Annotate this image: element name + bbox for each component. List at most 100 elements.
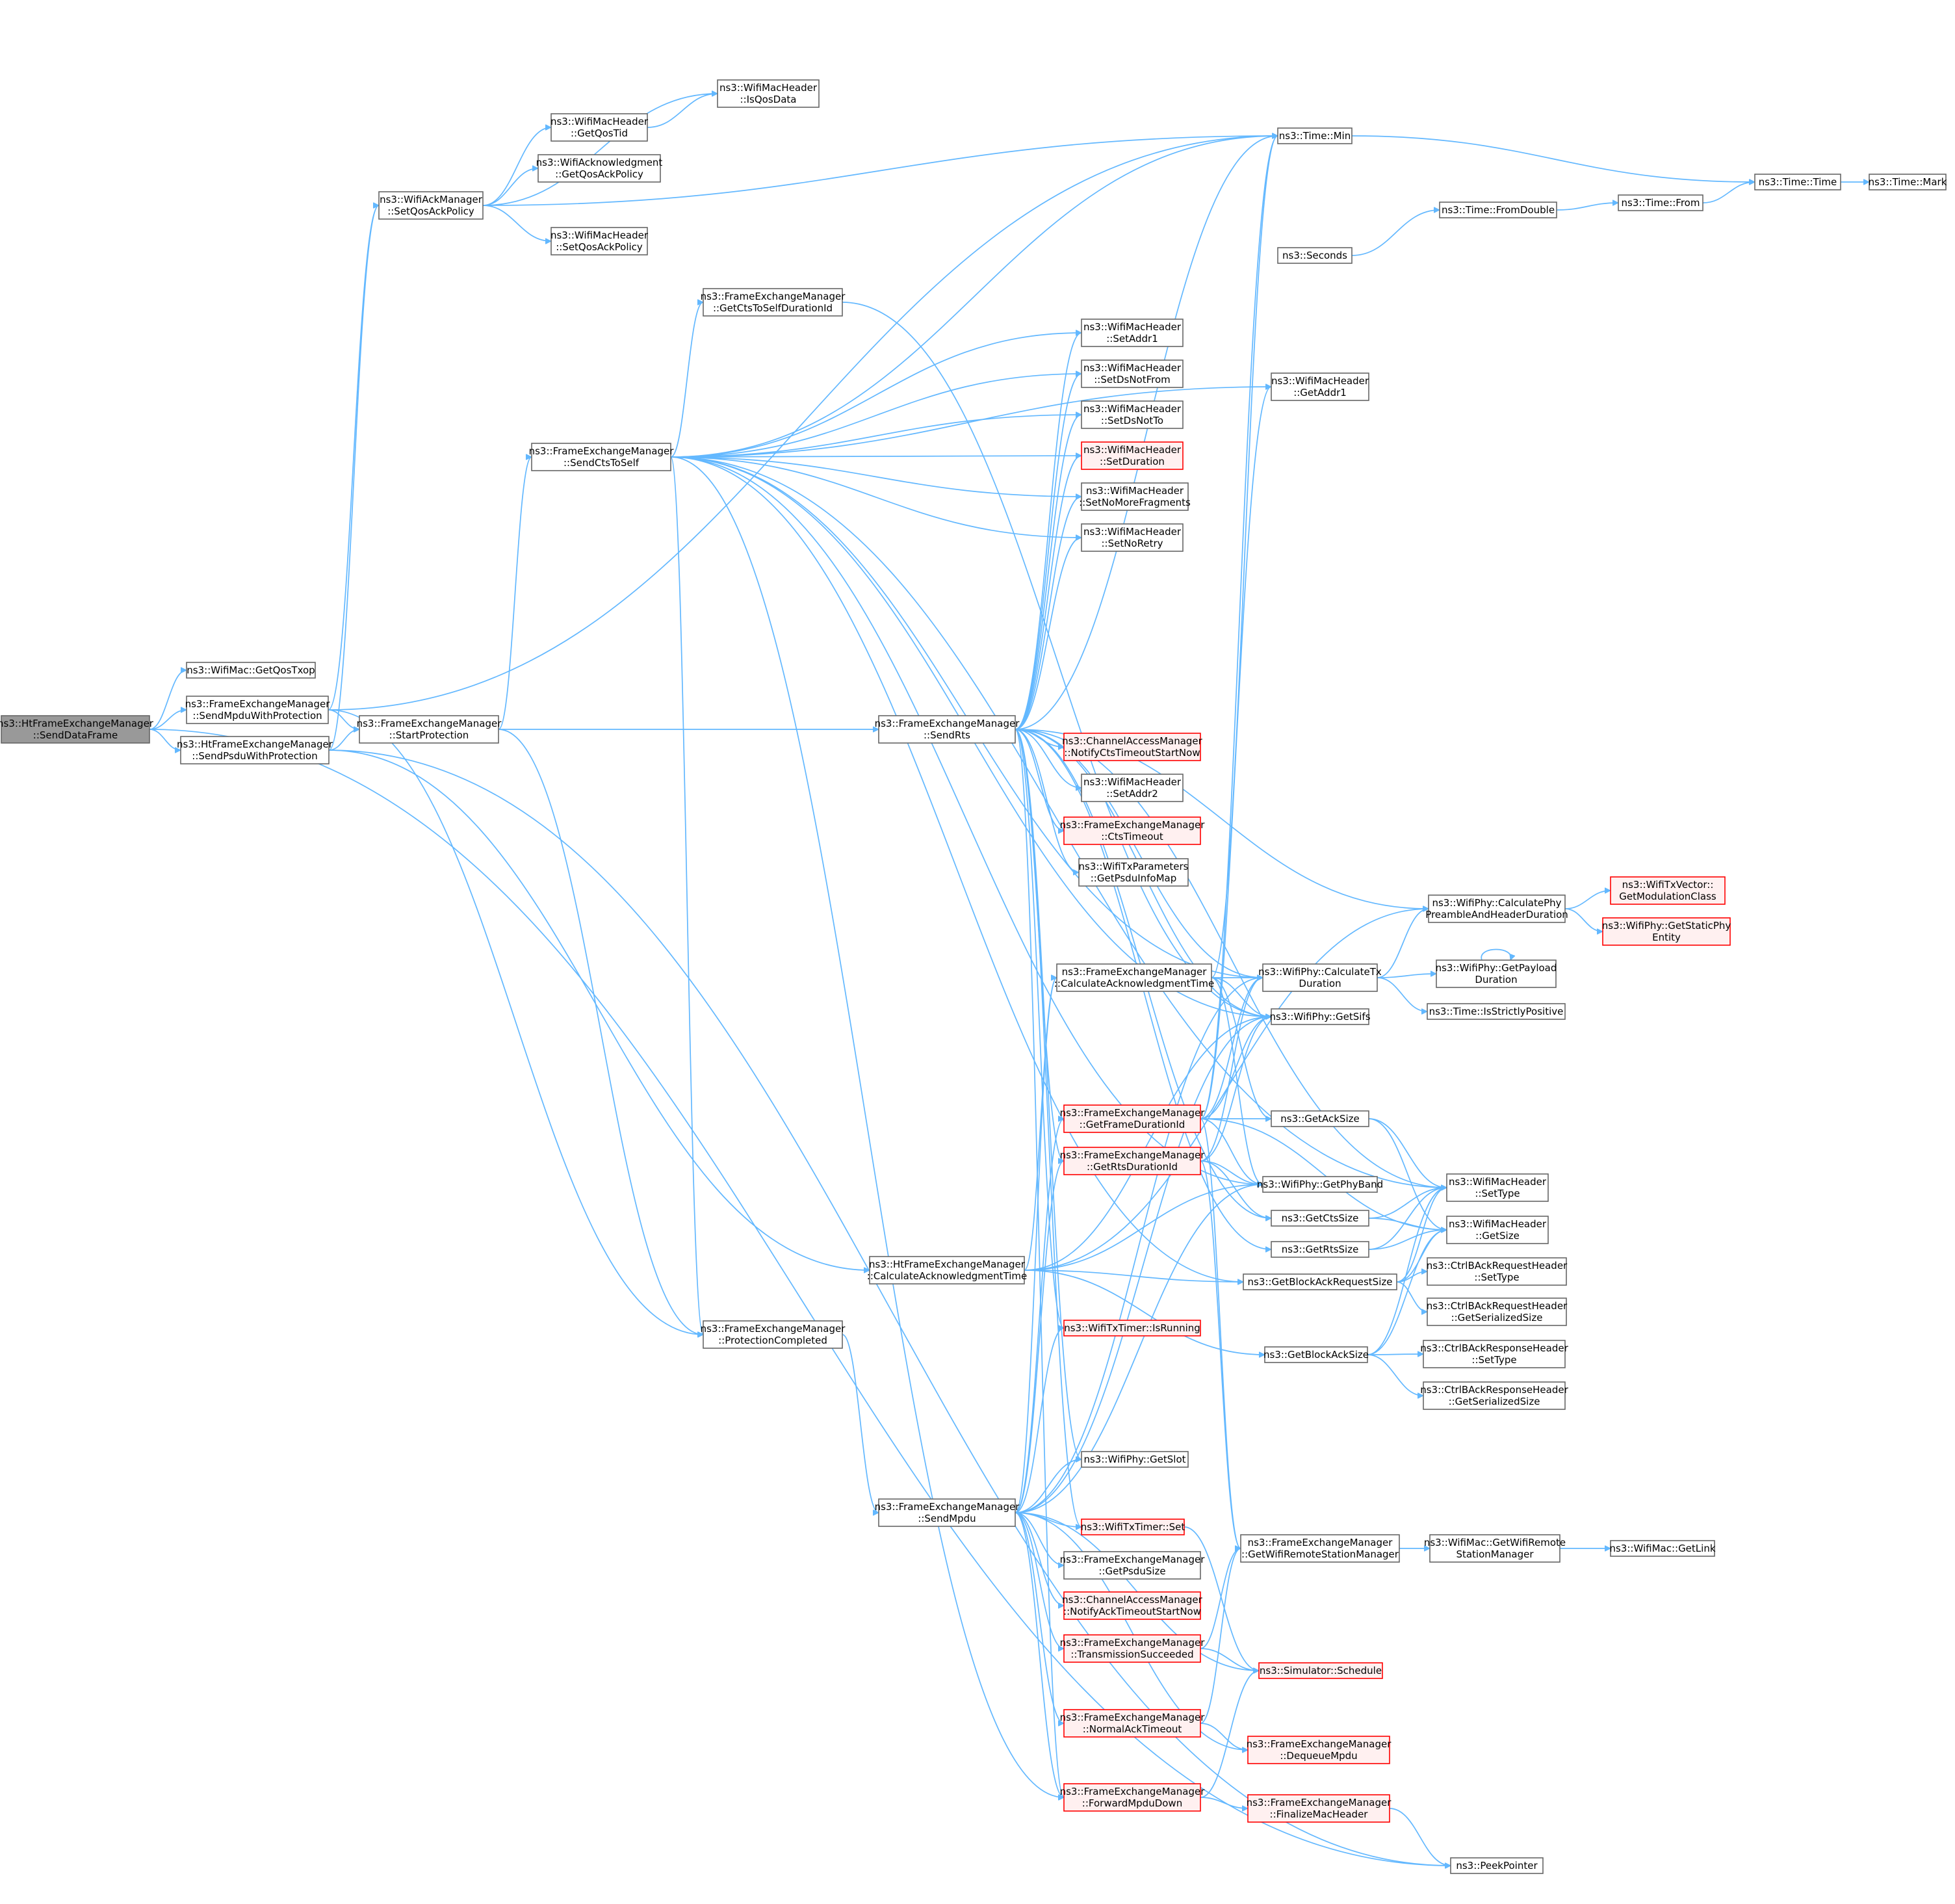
node-label: ::GetAddr1 [1293,387,1347,398]
node-normalacktimeout[interactable]: ns3::FrameExchangeManager::NormalAckTime… [1060,1709,1206,1738]
node-getctstoselfdur[interactable]: ns3::FrameExchangeManager::GetCtsToSelfD… [701,288,846,317]
node-getqostid[interactable]: ns3::WifiMacHeader::GetQosTid [550,113,649,142]
node-getphyband[interactable]: ns3::WifiPhy::GetPhyBand [1257,1176,1383,1193]
node-sendrts[interactable]: ns3::FrameExchangeManager::SendRts [875,715,1020,744]
node-label: ns3::WifiPhy::GetSifs [1269,1011,1370,1023]
node-box [1258,1662,1383,1679]
call-edge-sendmpdu-to-getsifs [1015,1017,1271,1513]
node-box [1446,1173,1549,1202]
node-sendmpdu[interactable]: ns3::FrameExchangeManager::SendMpdu [875,1498,1020,1527]
call-edge-sendmpdu-to-getslot [1015,1459,1081,1513]
node-fromdouble[interactable]: ns3::Time::FromDouble [1439,202,1557,218]
node-label: ::CalculateAcknowledgmentTime [1054,978,1214,989]
node-isqosdata[interactable]: ns3::WifiMacHeader::IsQosData [717,79,820,108]
node-getqostxop[interactable]: ns3::WifiMac::GetQosTxop [186,662,316,679]
node-forwardmpdudown[interactable]: ns3::FrameExchangeManager::ForwardMpduDo… [1060,1783,1206,1812]
node-startprotection[interactable]: ns3::FrameExchangeManager::StartProtecti… [357,715,502,744]
node-barsettype[interactable]: ns3::CtrlBAckRequestHeader::SetType [1427,1257,1568,1286]
node-setaddr2[interactable]: ns3::WifiMacHeader::SetAddr2 [1081,774,1184,802]
node-label: ns3::CtrlBAckResponseHeader [1420,1384,1568,1396]
node-timemin[interactable]: ns3::Time::Min [1277,127,1353,144]
node-timefrom[interactable]: ns3::Time::From [1618,194,1703,211]
node-peekpointer[interactable]: ns3::PeekPointer [1450,1857,1544,1874]
node-schedule[interactable]: ns3::Simulator::Schedule [1258,1662,1383,1679]
node-seconds[interactable]: ns3::Seconds [1277,247,1353,264]
node-label: ::TransmissionSucceeded [1070,1649,1193,1660]
node-getremotesm[interactable]: ns3::WifiMac::GetWifiRemoteStationManage… [1424,1534,1566,1563]
node-setduration[interactable]: ns3::WifiMacHeader::SetDuration [1081,441,1184,470]
node-box [1618,194,1703,211]
call-edge-forwardmpdudown-to-schedule [1200,1671,1260,1798]
node-box [1081,441,1184,470]
node-setaddr1[interactable]: ns3::WifiMacHeader::SetAddr1 [1081,319,1184,347]
node-getctssize[interactable]: ns3::GetCtsSize [1271,1210,1369,1227]
node-ackgetqospolicy[interactable]: ns3::WifiAcknowledgment::GetQosAckPolicy [536,154,663,183]
node-label: ns3::Time::FromDouble [1442,204,1555,216]
node-getslot[interactable]: ns3::WifiPhy::GetSlot [1081,1451,1189,1468]
node-setnomorefrag[interactable]: ns3::WifiMacHeader::SetNoMoreFragments [1079,482,1191,511]
node-setdsnotto[interactable]: ns3::WifiMacHeader::SetDsNotTo [1081,400,1184,429]
node-label: ns3::Time::Min [1279,130,1351,142]
node-box [1610,876,1726,905]
node-dequeuempdu[interactable]: ns3::FrameExchangeManager::DequeueMpdu [1247,1736,1392,1764]
node-sendmpduwp[interactable]: ns3::FrameExchangeManager::SendMpduWithP… [185,696,331,724]
node-label: ns3::FrameExchangeManager [1060,1554,1206,1565]
node-hdrsettype[interactable]: ns3::WifiMacHeader::SetType [1446,1173,1549,1202]
node-label: ns3::WifiPhy::CalculatePhy [1432,897,1561,909]
call-edge-sendmpdu-to-normalacktimeout [1015,1512,1065,1723]
node-txsucceeded[interactable]: ns3::FrameExchangeManager::TransmissionS… [1060,1634,1206,1663]
node-fecalcack[interactable]: ns3::FrameExchangeManager::CalculateAckn… [1054,963,1214,992]
node-getmodclass[interactable]: ns3::WifiTxVector::GetModulationClass [1610,876,1726,905]
node-baserialsize[interactable]: ns3::CtrlBAckResponseHeader::GetSerializ… [1420,1381,1569,1410]
node-timemark[interactable]: ns3::Time::Mark [1869,174,1947,190]
node-hdrgetsize[interactable]: ns3::WifiMacHeader::GetSize [1446,1216,1549,1244]
node-hdrsetqosackpolicy[interactable]: ns3::WifiMacHeader::SetQosAckPolicy [550,227,649,255]
call-edge-getbarsize-to-hdrsettype [1396,1188,1447,1283]
node-isrunning[interactable]: ns3::WifiTxTimer::IsRunning [1063,1320,1201,1337]
node-sendpsduwp[interactable]: ns3::HtFrameExchangeManager::SendPsduWit… [177,736,333,764]
node-basettype[interactable]: ns3::CtrlBAckResponseHeader::SetType [1420,1340,1569,1368]
node-getframedurid[interactable]: ns3::FrameExchangeManager::GetFrameDurat… [1060,1104,1206,1133]
node-htcalcack[interactable]: ns3::HtFrameExchangeManager::CalculateAc… [867,1256,1027,1285]
node-getpsduinfomap[interactable]: ns3::WifiTxParameters::GetPsduInfoMap [1078,858,1189,887]
node-getsifs[interactable]: ns3::WifiPhy::GetSifs [1269,1008,1371,1025]
node-box [1427,1298,1567,1326]
node-setqosackpolicy[interactable]: ns3::WifiAckManager::SetQosAckPolicy [378,191,484,220]
node-getbarsize[interactable]: ns3::GetBlockAckRequestSize [1243,1273,1397,1290]
call-edge-sendmpdu-to-dequeuempdu [1015,1512,1248,1750]
node-box [1081,1451,1189,1468]
node-root[interactable]: ns3::HtFrameExchangeManager::SendDataFra… [0,715,154,744]
node-getbasize[interactable]: ns3::GetBlockAckSize [1263,1346,1369,1363]
node-box [1081,359,1184,388]
node-setdsnotfrom[interactable]: ns3::WifiMacHeader::SetDsNotFrom [1081,359,1184,388]
node-protcompleted[interactable]: ns3::FrameExchangeManager::ProtectionCom… [701,1320,846,1349]
node-finalizemachdr[interactable]: ns3::FrameExchangeManager::FinalizeMacHe… [1247,1794,1392,1823]
node-label: ns3::WifiMacHeader [1449,1218,1547,1230]
node-notifyctstimeout[interactable]: ns3::ChannelAccessManager::NotifyCtsTime… [1062,733,1203,761]
node-setnoretry[interactable]: ns3::WifiMacHeader::SetNoRetry [1081,523,1184,552]
node-getrtssize[interactable]: ns3::GetRtsSize [1271,1241,1369,1258]
node-label: GetModulationClass [1619,891,1716,902]
node-getacksize[interactable]: ns3::GetAckSize [1271,1110,1369,1127]
node-getaddr1[interactable]: ns3::WifiMacHeader::GetAddr1 [1271,372,1369,401]
call-edge-sendrts-to-getpsduinfomap [1015,729,1080,872]
node-box [703,1320,843,1349]
node-getrsm[interactable]: ns3::FrameExchangeManager::GetWifiRemote… [1240,1534,1400,1563]
node-label: ::CalculateAcknowledgmentTime [867,1270,1027,1282]
node-isstrictlypos[interactable]: ns3::Time::IsStrictlyPositive [1427,1003,1566,1020]
node-timerset[interactable]: ns3::WifiTxTimer::Set [1081,1519,1185,1535]
call-edge-getbasize-to-basettype [1367,1354,1423,1355]
node-timetime[interactable]: ns3::Time::Time [1754,174,1841,190]
node-getrtsdurid[interactable]: ns3::FrameExchangeManager::GetRtsDuratio… [1060,1147,1206,1175]
node-calcphypreamble[interactable]: ns3::WifiPhy::CalculatePhyPreambleAndHea… [1425,894,1568,923]
node-ctstimeout[interactable]: ns3::FrameExchangeManager::CtsTimeout [1060,816,1206,845]
node-getpsdusize[interactable]: ns3::FrameExchangeManager::GetPsduSize [1060,1551,1206,1580]
node-barserialsize[interactable]: ns3::CtrlBAckRequestHeader::GetSerialize… [1427,1298,1568,1326]
node-getlink[interactable]: ns3::WifiMac::GetLink [1609,1540,1716,1557]
node-label: ns3::FrameExchangeManager [1060,1637,1206,1649]
node-sendctstoself[interactable]: ns3::FrameExchangeManager::SendCtsToSelf [529,443,675,471]
node-notifyacktimeout[interactable]: ns3::ChannelAccessManager::NotifyAckTime… [1062,1591,1203,1620]
